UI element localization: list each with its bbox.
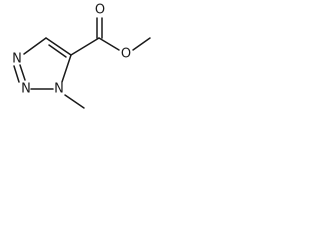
bond-n1-c5 <box>61 54 72 83</box>
bond-lines <box>13 17 151 109</box>
atom-labels: N N N O O <box>12 3 131 97</box>
molecule-structure: N N N O O <box>12 3 151 109</box>
atom-o-ester: O <box>121 47 131 62</box>
bond-n3-n2 <box>19 64 26 81</box>
atom-n-methyl: N <box>54 82 64 97</box>
bond-c4-c5-double <box>48 44 67 58</box>
bond-c5-carbonyl-c <box>70 37 100 56</box>
atom-n-left: N <box>21 82 31 97</box>
bond-c4-n3 <box>23 37 47 55</box>
atom-o-carbonyl: O <box>95 3 105 18</box>
bond-n1-methyl <box>64 94 85 109</box>
bond-carbonyl-c-oester <box>98 37 120 51</box>
bond-oester-methyl <box>132 37 151 51</box>
bond-c4-c5 <box>45 37 72 56</box>
bond-n3-n2-double <box>13 65 20 83</box>
atom-n-top: N <box>12 52 22 67</box>
